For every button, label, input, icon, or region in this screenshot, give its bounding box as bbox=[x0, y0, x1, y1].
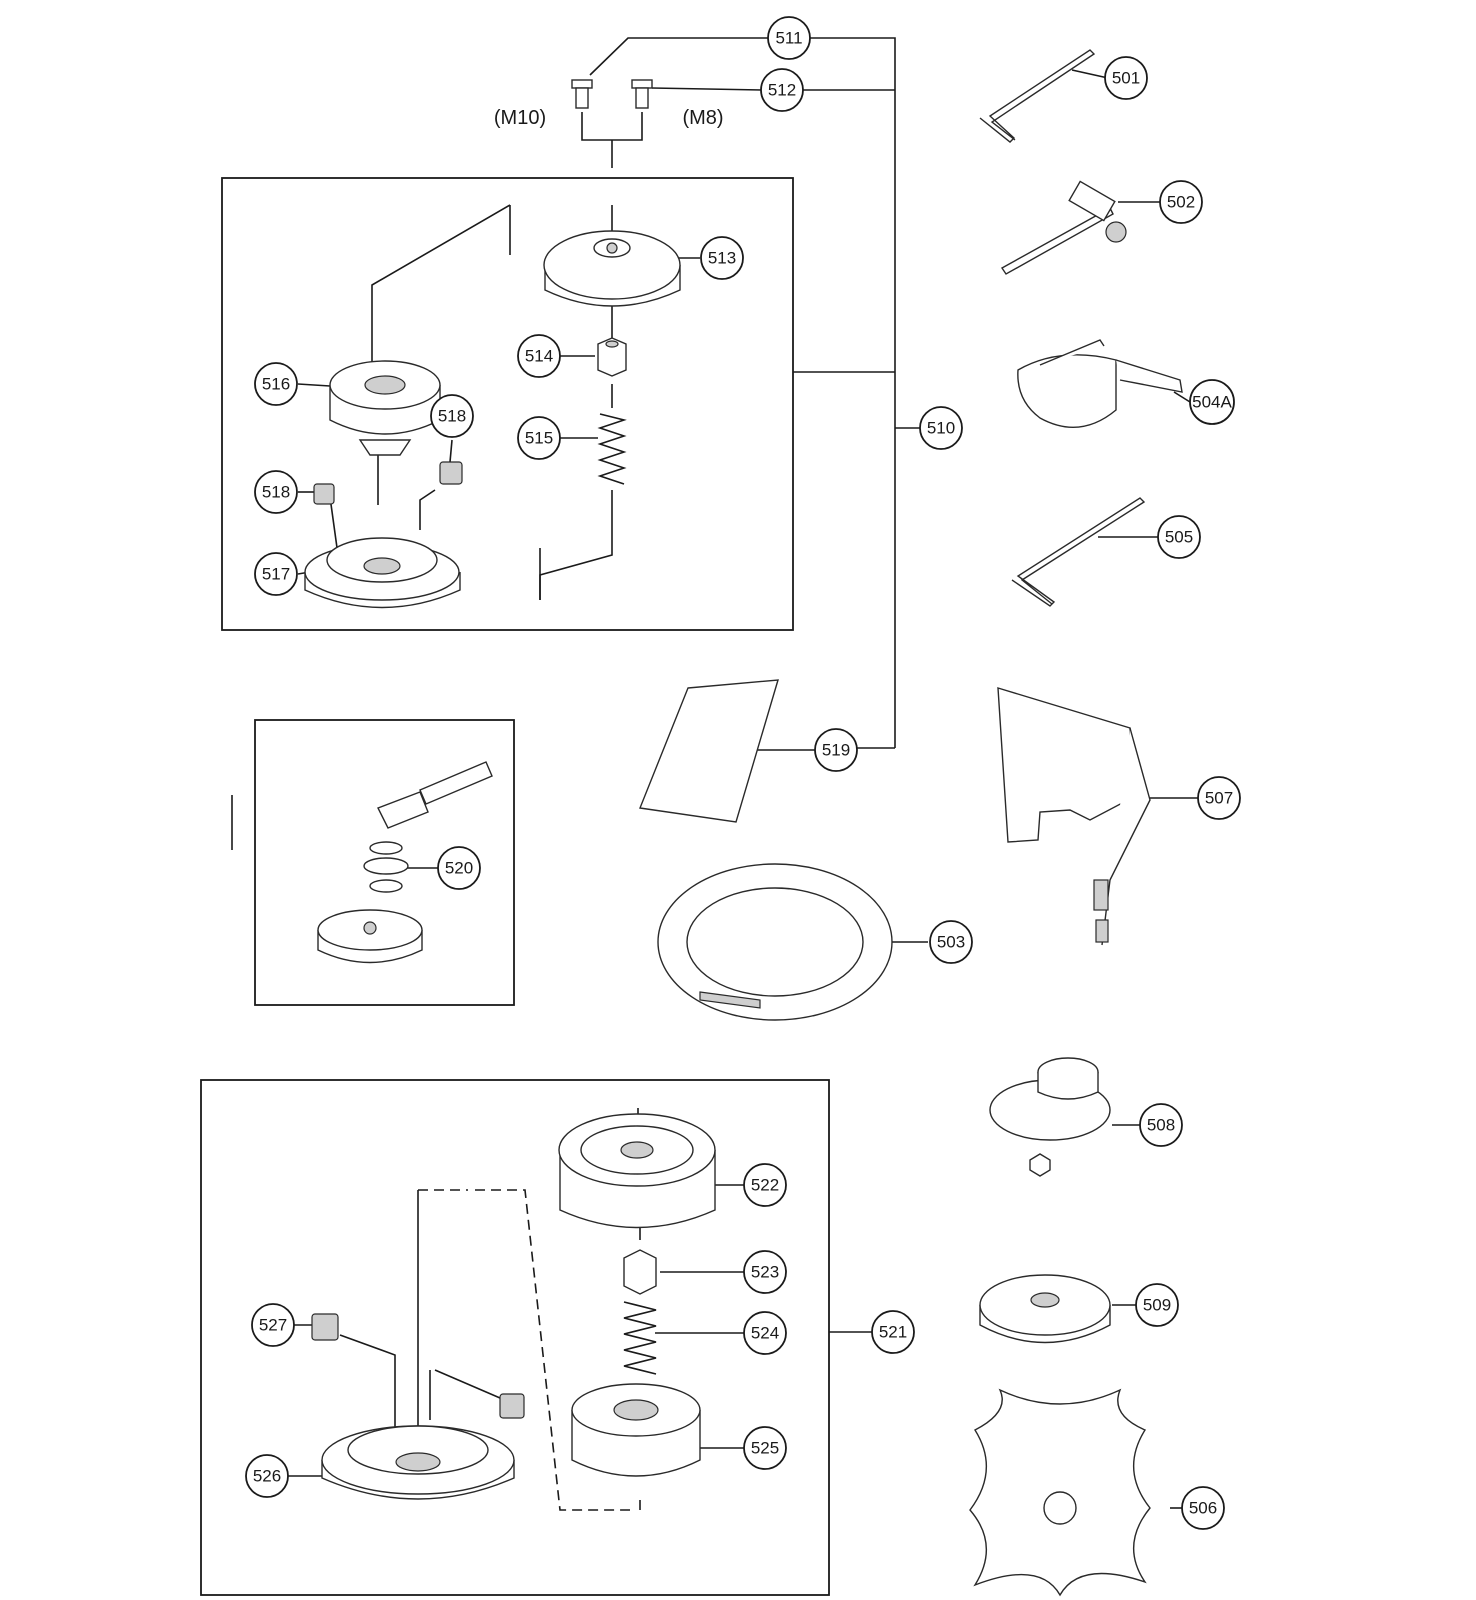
part-callout-520: 520 bbox=[437, 846, 481, 890]
part-callout-507: 507 bbox=[1197, 776, 1241, 820]
hex-key-long-icon bbox=[1011, 497, 1146, 607]
eyelet-icon bbox=[439, 461, 463, 485]
svg-text:526: 526 bbox=[253, 1467, 281, 1486]
cutting-line-ring-icon bbox=[657, 863, 893, 1021]
svg-text:508: 508 bbox=[1147, 1116, 1175, 1135]
part-callout-508: 508 bbox=[1139, 1103, 1183, 1147]
nut-icon bbox=[597, 337, 627, 377]
part-callout-517: 517 bbox=[254, 552, 298, 596]
svg-text:519: 519 bbox=[822, 741, 850, 760]
eyelet-icon bbox=[499, 1393, 525, 1419]
part-callout-501: 501 bbox=[1104, 56, 1148, 100]
svg-text:525: 525 bbox=[751, 1439, 779, 1458]
spool-plate-icon bbox=[979, 1274, 1111, 1344]
svg-text:504A: 504A bbox=[1192, 393, 1232, 412]
eyelet-icon bbox=[311, 1313, 339, 1341]
part-callout-516: 516 bbox=[254, 362, 298, 406]
head-cover-icon bbox=[543, 230, 681, 307]
svg-text:512: 512 bbox=[768, 81, 796, 100]
head-base-icon bbox=[304, 537, 461, 609]
metal-blade-icon bbox=[969, 1388, 1151, 1597]
part-callout-523: 523 bbox=[743, 1250, 787, 1294]
part-callout-526: 526 bbox=[245, 1454, 289, 1498]
part-callout-512: 512 bbox=[760, 68, 804, 112]
spool-icon bbox=[571, 1383, 701, 1477]
part-callout-518-left: 518 bbox=[254, 470, 298, 514]
part-callout-515: 515 bbox=[517, 416, 561, 460]
part-callout-519: 519 bbox=[814, 728, 858, 772]
svg-text:516: 516 bbox=[262, 375, 290, 394]
part-callout-522: 522 bbox=[743, 1163, 787, 1207]
shoulder-harness-icon bbox=[997, 687, 1151, 946]
svg-text:524: 524 bbox=[751, 1324, 779, 1343]
bolt-m10-icon bbox=[571, 79, 593, 109]
svg-text:523: 523 bbox=[751, 1263, 779, 1282]
part-callout-505: 505 bbox=[1157, 515, 1201, 559]
svg-text:502: 502 bbox=[1167, 193, 1195, 212]
svg-text:506: 506 bbox=[1189, 1499, 1217, 1518]
socket-wrench-icon bbox=[1000, 180, 1127, 275]
svg-text:527: 527 bbox=[259, 1316, 287, 1335]
part-callout-509: 509 bbox=[1135, 1283, 1179, 1327]
spring-icon bbox=[597, 413, 627, 485]
spool-cover-icon bbox=[558, 1113, 716, 1229]
part-callout-506: 506 bbox=[1181, 1486, 1225, 1530]
eyelet-icon bbox=[313, 483, 335, 505]
svg-text:510: 510 bbox=[927, 419, 955, 438]
svg-text:522: 522 bbox=[751, 1176, 779, 1195]
svg-text:521: 521 bbox=[879, 1323, 907, 1342]
part-callout-521: 521 bbox=[871, 1310, 915, 1354]
part-callout-510: 510 bbox=[919, 406, 963, 450]
svg-text:513: 513 bbox=[708, 249, 736, 268]
blade-adapter-icon bbox=[989, 1057, 1111, 1177]
part-callout-503: 503 bbox=[929, 920, 973, 964]
svg-text:518: 518 bbox=[262, 483, 290, 502]
part-callout-514: 514 bbox=[517, 334, 561, 378]
svg-text:505: 505 bbox=[1165, 528, 1193, 547]
part-callout-511: 511 bbox=[767, 16, 811, 60]
manual-icon bbox=[639, 679, 779, 823]
pivot-assembly-icon bbox=[317, 761, 493, 964]
nut-icon bbox=[623, 1249, 657, 1295]
part-callout-527: 527 bbox=[251, 1303, 295, 1347]
svg-text:501: 501 bbox=[1112, 69, 1140, 88]
svg-text:503: 503 bbox=[937, 933, 965, 952]
safety-goggles-icon bbox=[1017, 339, 1183, 428]
part-callout-525: 525 bbox=[743, 1426, 787, 1470]
svg-text:511: 511 bbox=[775, 29, 802, 48]
thread-label-m8: (M8) bbox=[682, 107, 723, 129]
svg-text:507: 507 bbox=[1205, 789, 1233, 808]
bolt-m8-icon bbox=[631, 79, 653, 109]
hex-key-icon bbox=[979, 49, 1096, 143]
svg-text:514: 514 bbox=[525, 347, 553, 366]
svg-text:520: 520 bbox=[445, 859, 473, 878]
trimmer-head-box-lower bbox=[200, 1079, 830, 1596]
head-base-icon bbox=[321, 1425, 515, 1500]
svg-text:515: 515 bbox=[525, 429, 553, 448]
pivot-assembly-box bbox=[254, 719, 515, 1006]
part-callout-502: 502 bbox=[1159, 180, 1203, 224]
svg-text:517: 517 bbox=[262, 565, 290, 584]
part-callout-513: 513 bbox=[700, 236, 744, 280]
part-callout-518-right: 518 bbox=[430, 394, 474, 438]
svg-text:509: 509 bbox=[1143, 1296, 1171, 1315]
thread-label-m10: (M10) bbox=[494, 107, 546, 129]
spool-icon bbox=[329, 360, 441, 456]
trimmer-head-box-upper bbox=[221, 177, 794, 631]
part-callout-524: 524 bbox=[743, 1311, 787, 1355]
part-callout-504a: 504A bbox=[1189, 379, 1235, 425]
spring-icon bbox=[623, 1301, 657, 1375]
svg-text:518: 518 bbox=[438, 407, 466, 426]
